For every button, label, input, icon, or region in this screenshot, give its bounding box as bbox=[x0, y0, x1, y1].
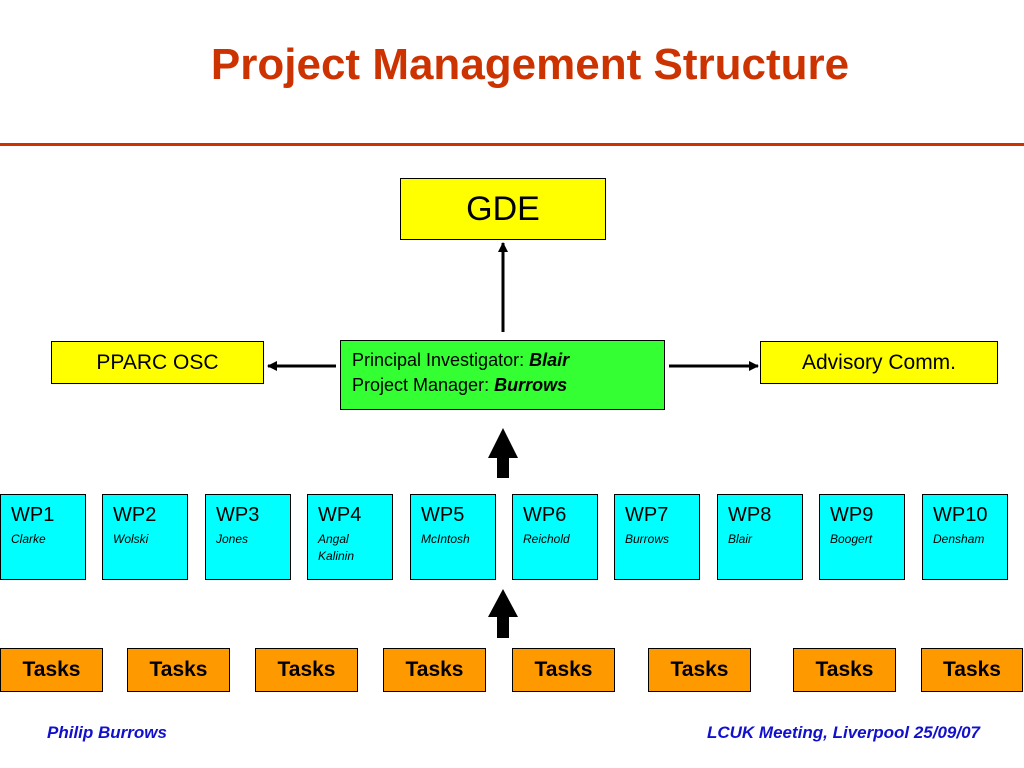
tasks-box: Tasks bbox=[648, 648, 751, 692]
pi-label: Principal Investigator: bbox=[352, 350, 530, 370]
slide-title: Project Management Structure bbox=[210, 40, 850, 89]
tasks-label: Tasks bbox=[277, 658, 336, 681]
tasks-box: Tasks bbox=[921, 648, 1023, 692]
advisory-comm-label: Advisory Comm. bbox=[801, 350, 957, 374]
workpackage-lead: Reichold bbox=[523, 532, 570, 546]
workpackage-lead: Blair bbox=[728, 532, 753, 546]
workpackage-lead: Burrows bbox=[625, 532, 670, 546]
tasks-box: Tasks bbox=[512, 648, 615, 692]
workpackage-label: WP5 bbox=[421, 504, 465, 526]
footer-author: Philip Burrows bbox=[47, 723, 167, 742]
gde-box: GDE bbox=[400, 178, 606, 240]
workpackage-label: WP1 bbox=[11, 504, 55, 526]
workpackage-box: WP8 Blair bbox=[717, 494, 803, 580]
tasks-box: Tasks bbox=[793, 648, 896, 692]
workpackage-box: WP5 McIntosh bbox=[410, 494, 496, 580]
workpackage-box: WP2 Wolski bbox=[102, 494, 188, 580]
workpackage-label: WP2 bbox=[113, 504, 157, 526]
workpackage-label: WP7 bbox=[625, 504, 669, 526]
workpackage-label: WP3 bbox=[216, 504, 260, 526]
workpackage-label: WP9 bbox=[830, 504, 874, 526]
pi-name: Blair bbox=[529, 350, 570, 370]
tasks-label: Tasks bbox=[22, 658, 81, 681]
pm-label: Project Manager: bbox=[352, 375, 495, 395]
pparc-osc-box: PPARC OSC bbox=[51, 341, 264, 384]
workpackage-label: WP6 bbox=[523, 504, 567, 526]
workpackage-lead: Densham bbox=[933, 532, 985, 546]
tasks-box: Tasks bbox=[255, 648, 358, 692]
workpackage-label: WP8 bbox=[728, 504, 772, 526]
workpackage-lead: Wolski bbox=[113, 532, 149, 546]
tasks-box: Tasks bbox=[383, 648, 486, 692]
workpackage-label: WP10 bbox=[933, 504, 988, 526]
tasks-box: Tasks bbox=[127, 648, 230, 692]
workpackage-box: WP1 Clarke bbox=[0, 494, 86, 580]
advisory-comm-box: Advisory Comm. bbox=[760, 341, 998, 384]
workpackage-lead: Jones bbox=[216, 532, 249, 546]
footer-event: LCUK Meeting, Liverpool 25/09/07 bbox=[706, 723, 980, 742]
workpackage-lead: Clarke bbox=[11, 532, 46, 546]
workpackage-box: WP6 Reichold bbox=[512, 494, 598, 580]
workpackage-box: WP4 Angal Kalinin bbox=[307, 494, 393, 580]
tasks-label: Tasks bbox=[405, 658, 464, 681]
workpackage-lead: Boogert bbox=[830, 532, 873, 546]
pparc-osc-label: PPARC OSC bbox=[96, 350, 219, 374]
pm-line: Project Manager: Burrows bbox=[352, 373, 664, 398]
pi-pm-box: Principal Investigator: Blair Project Ma… bbox=[340, 340, 665, 410]
workpackage-label: WP4 bbox=[318, 504, 362, 526]
workpackage-box: WP3 Jones bbox=[205, 494, 291, 580]
pm-name: Burrows bbox=[494, 375, 568, 395]
title-divider bbox=[0, 143, 1024, 146]
arrow-tasks-to-wp bbox=[488, 589, 518, 638]
gde-label: GDE bbox=[466, 189, 540, 228]
tasks-box: Tasks bbox=[0, 648, 103, 692]
tasks-label: Tasks bbox=[943, 658, 1001, 681]
tasks-label: Tasks bbox=[815, 658, 874, 681]
workpackage-box: WP7 Burrows bbox=[614, 494, 700, 580]
tasks-label: Tasks bbox=[149, 658, 208, 681]
workpackage-box: WP9 Boogert bbox=[819, 494, 905, 580]
workpackage-box: WP10 Densham bbox=[922, 494, 1008, 580]
workpackage-lead: McIntosh bbox=[421, 532, 470, 546]
tasks-label: Tasks bbox=[670, 658, 729, 681]
workpackage-lead: Angal Kalinin bbox=[318, 532, 355, 563]
arrow-wp-to-pi bbox=[488, 428, 518, 478]
tasks-label: Tasks bbox=[534, 658, 593, 681]
pi-line: Principal Investigator: Blair bbox=[352, 348, 664, 373]
